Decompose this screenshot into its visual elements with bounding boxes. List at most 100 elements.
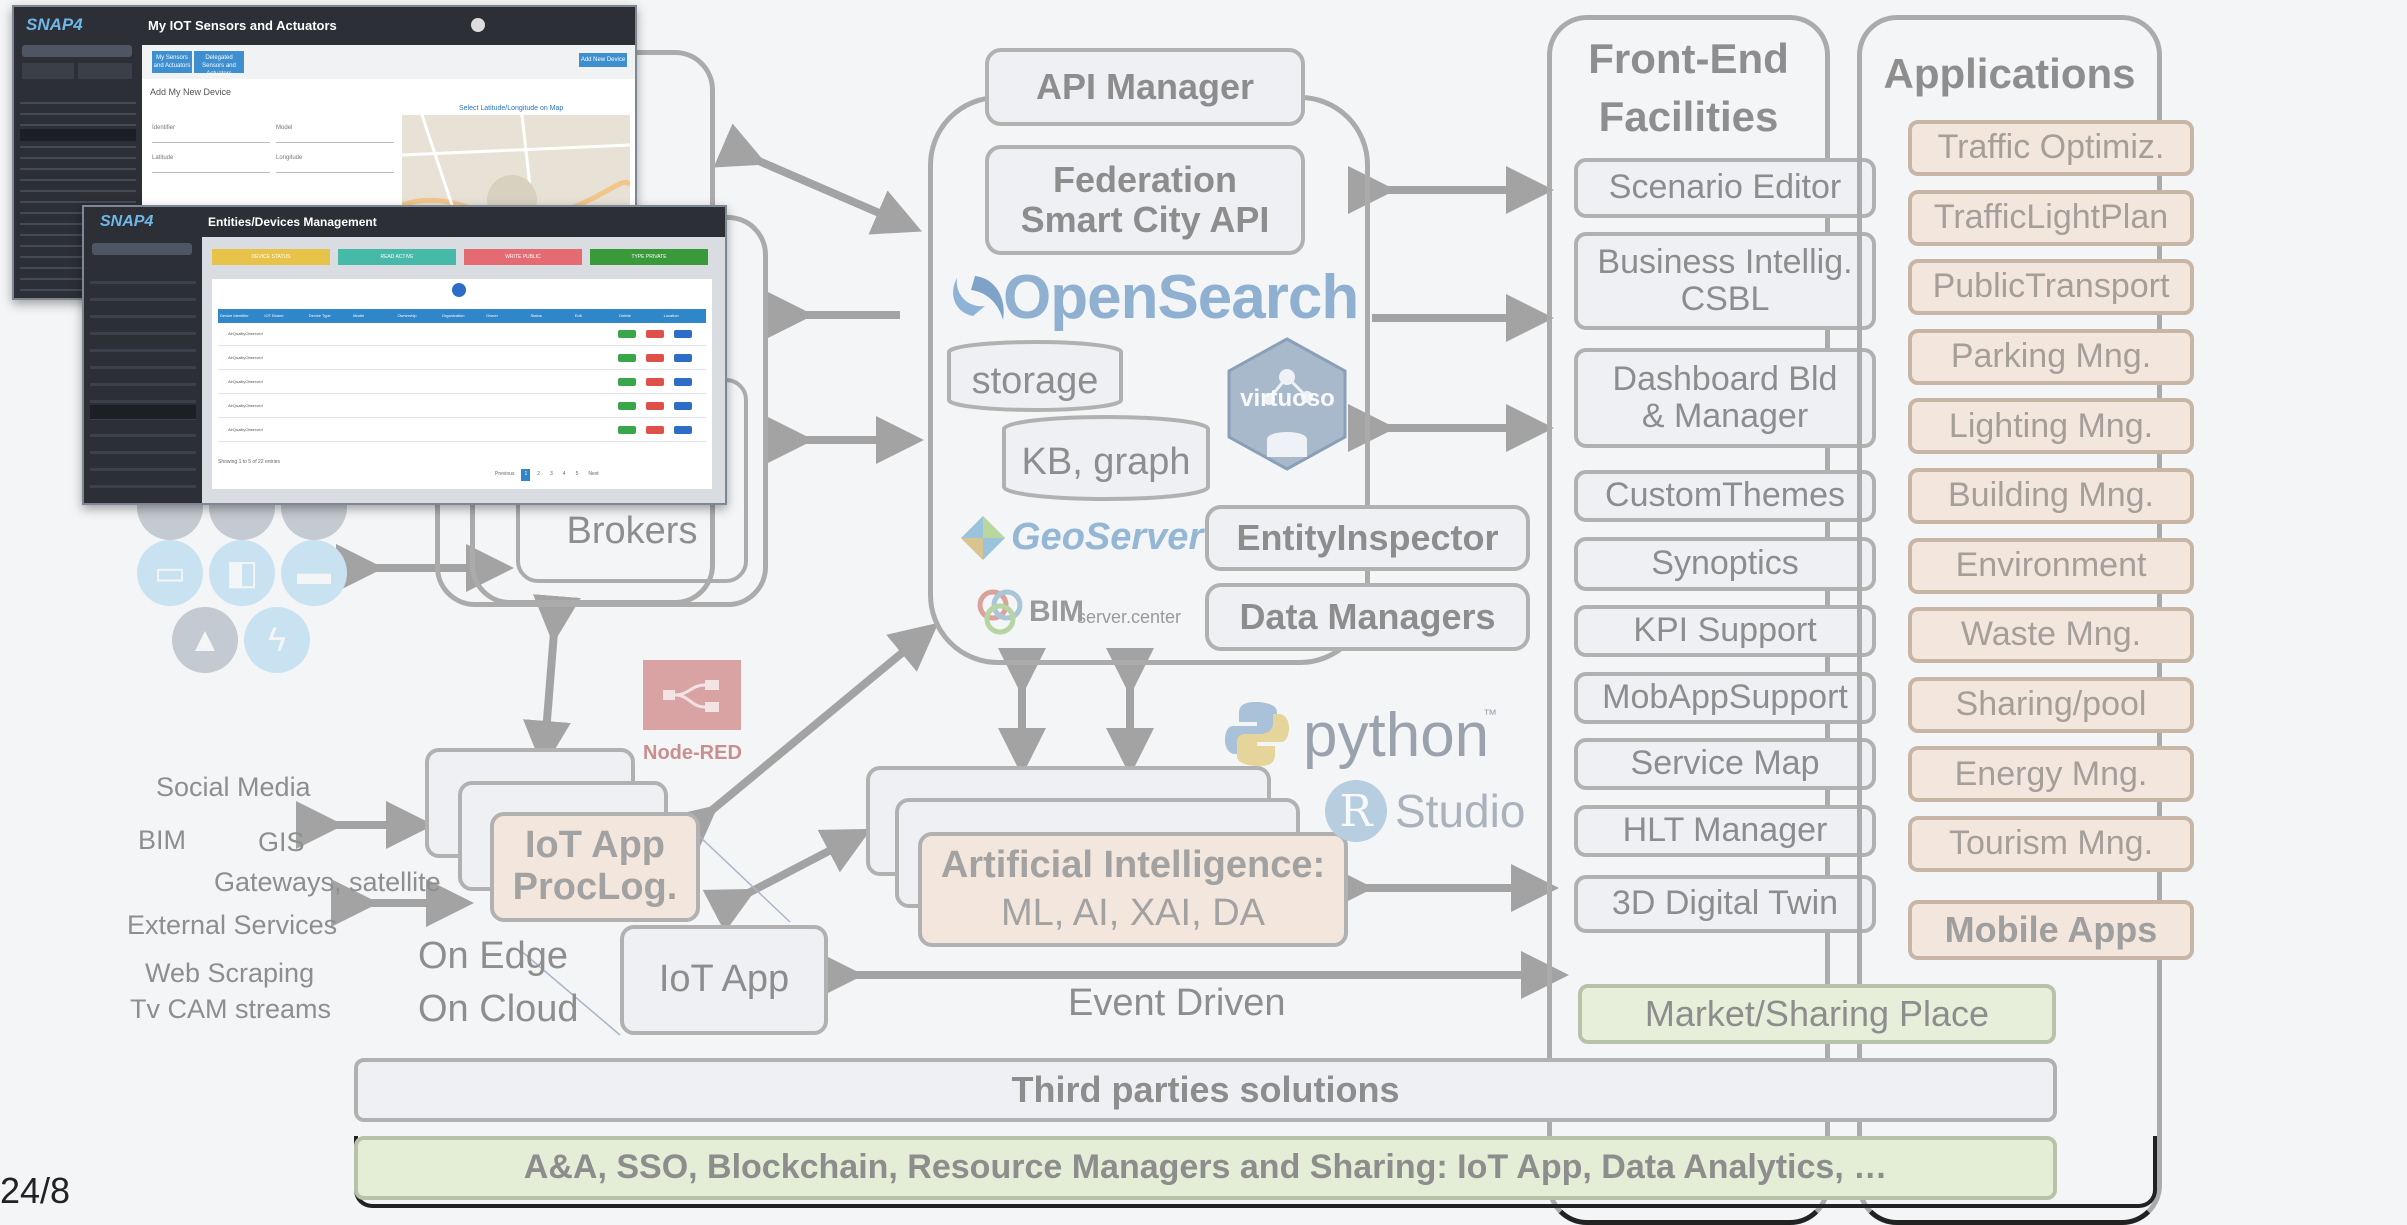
front-end-item-scenario-editor[interactable]: Scenario Editor (1574, 158, 1876, 218)
column-header[interactable]: Edit (574, 313, 582, 318)
front-end-item-customthemes[interactable]: CustomThemes (1574, 470, 1876, 522)
page-link[interactable]: 4 (562, 471, 566, 477)
page-link[interactable]: Next (588, 471, 599, 477)
front-end-item-kpi-support[interactable]: KPI Support (1574, 605, 1876, 657)
source-social-media: Social Media (156, 772, 311, 802)
page-link[interactable]: 5 (575, 471, 579, 477)
application-item-publictransport[interactable]: PublicTransport (1908, 259, 2194, 316)
column-header[interactable]: Owner (486, 313, 498, 318)
column-header[interactable]: Delete (619, 313, 631, 318)
application-item-environment[interactable]: Environment (1908, 537, 2194, 594)
column-header[interactable]: Device Identifier (220, 313, 249, 318)
latitude-field[interactable]: Latitude (152, 155, 270, 173)
column-header[interactable]: Ownership (397, 313, 417, 318)
row-action-button[interactable] (646, 354, 664, 362)
front-end-item-hlt-manager[interactable]: HLT Manager (1574, 805, 1876, 857)
source-gateways: Gateways, satellite (214, 867, 441, 897)
row-action-button[interactable] (618, 402, 636, 410)
row-action-button[interactable] (618, 426, 636, 434)
table-row[interactable]: AirQualityObserved (218, 421, 706, 442)
row-action-button[interactable] (674, 330, 692, 338)
column-header[interactable]: Model (353, 313, 364, 318)
pill-read-active[interactable]: READ ACTIVE (338, 249, 456, 265)
application-item-parking-mng[interactable]: Parking Mng. (1908, 328, 2194, 385)
virtuoso-logo: virtuoso (1225, 335, 1350, 473)
row-action-button[interactable] (646, 402, 664, 410)
page-link[interactable]: 1 (521, 469, 531, 481)
column-header[interactable]: Status (530, 313, 542, 318)
tab-my-sensors[interactable]: My Sensors and Actuators (152, 51, 192, 73)
event-driven-label: Event Driven (1068, 982, 1286, 1024)
row-action-button[interactable] (646, 378, 664, 386)
table-row[interactable]: AirQualityObserved (218, 397, 706, 418)
add-new-device-button[interactable]: Add New Device (579, 53, 627, 67)
row-action-button[interactable] (646, 330, 664, 338)
application-item-building-mng[interactable]: Building Mng. (1908, 468, 2194, 524)
federation-box[interactable]: Federation Smart City API (985, 145, 1305, 255)
application-item-tourism-mng[interactable]: Tourism Mng. (1908, 816, 2194, 872)
front-end-item-mobappsupport[interactable]: MobAppSupport (1574, 672, 1876, 724)
application-item-trafficlightplan[interactable]: TrafficLightPlan (1908, 189, 2194, 246)
row-device-identifier: AirQualityObserved (228, 427, 263, 432)
front-end-item-dashboard-bld[interactable]: Dashboard Bld & Manager (1574, 348, 1876, 448)
aa-sso-bar[interactable]: A&A, SSO, Blockchain, Resource Managers … (354, 1136, 2057, 1200)
rstudio-logo: R Studio (1325, 778, 1525, 844)
identifier-field[interactable]: Identifier (152, 125, 270, 143)
row-action-button[interactable] (646, 426, 664, 434)
iot-app-proclog-box[interactable]: IoT App ProcLog. (490, 812, 700, 922)
column-header[interactable]: Device Type (308, 313, 331, 318)
row-action-button[interactable] (618, 378, 636, 386)
page-link[interactable]: Previous (495, 471, 515, 477)
car-icon: ▬ (281, 540, 347, 606)
model-field[interactable]: Model (276, 125, 394, 143)
python-logo: python ™ (1225, 700, 1505, 770)
column-header[interactable]: IOT Broker (264, 313, 284, 318)
pill-write-public[interactable]: WRITE PUBLIC (464, 249, 582, 265)
page-link[interactable]: 2 (537, 471, 541, 477)
row-action-button[interactable] (674, 426, 692, 434)
graduation-cap-icon: ▲ (172, 607, 238, 673)
row-action-button[interactable] (618, 330, 636, 338)
tab-delegated-sensors[interactable]: Delegated Sensors and Actuators (194, 51, 244, 77)
application-item-energy-mng[interactable]: Energy Mng. (1908, 746, 2194, 803)
brokers-label: Brokers (566, 510, 698, 552)
application-item-lighting-mng[interactable]: Lighting Mng. (1908, 398, 2194, 455)
third-parties-box[interactable]: Third parties solutions (354, 1058, 2057, 1122)
application-item-sharing-pool[interactable]: Sharing/pool (1908, 676, 2194, 733)
camera-icon: ◧ (209, 540, 275, 606)
application-item-traffic-optimiz[interactable]: Traffic Optimiz. (1908, 120, 2194, 176)
applications-title: Applications (1883, 50, 2136, 97)
pill-type-private[interactable]: TYPE PRIVATE (590, 249, 708, 265)
row-action-button[interactable] (674, 402, 692, 410)
front-end-item-business-intellig[interactable]: Business Intellig. CSBL (1574, 232, 1876, 330)
entity-inspector-box[interactable]: EntityInspector (1205, 505, 1530, 571)
front-end-item-3d-digital-twin[interactable]: 3D Digital Twin (1574, 875, 1876, 933)
page-link[interactable]: 3 (550, 471, 553, 477)
row-action-button[interactable] (674, 354, 692, 362)
table-row[interactable]: AirQualityObserved (218, 373, 706, 394)
device-table: Device Identifier IOT Broker Device Type Mo… (212, 279, 712, 489)
geoserver-logo: GeoServer (955, 512, 1203, 562)
row-action-button[interactable] (618, 354, 636, 362)
front-end-item-service-map[interactable]: Service Map (1574, 738, 1876, 790)
column-header[interactable]: Location (663, 313, 679, 318)
laptop-icon: ▭ (137, 540, 203, 606)
front-end-item-synoptics[interactable]: Synoptics (1574, 537, 1876, 591)
column-header[interactable]: Organization (441, 313, 465, 318)
source-external-services: External Services (127, 910, 338, 940)
api-manager-box[interactable]: API Manager (985, 48, 1305, 126)
data-managers-box[interactable]: Data Managers (1205, 583, 1530, 651)
map-instruction: Select Latitude/Longitude on Map (459, 105, 564, 112)
table-row[interactable]: AirQualityObserved (218, 349, 706, 370)
pill-device-status[interactable]: DEVICE STATUS (212, 249, 330, 265)
mobile-apps-box[interactable]: Mobile Apps (1908, 900, 2194, 960)
ai-box[interactable]: Artificial Intelligence: ML, AI, XAI, DA (918, 832, 1348, 947)
table-row[interactable]: AirQualityObserved (218, 325, 706, 346)
market-sharing-box[interactable]: Market/Sharing Place (1578, 984, 2056, 1044)
longitude-field[interactable]: Longitude (276, 155, 394, 173)
application-item-waste-mng[interactable]: Waste Mng. (1908, 607, 2194, 664)
row-action-button[interactable] (674, 378, 692, 386)
iot-app-box[interactable]: IoT App (620, 925, 828, 1035)
